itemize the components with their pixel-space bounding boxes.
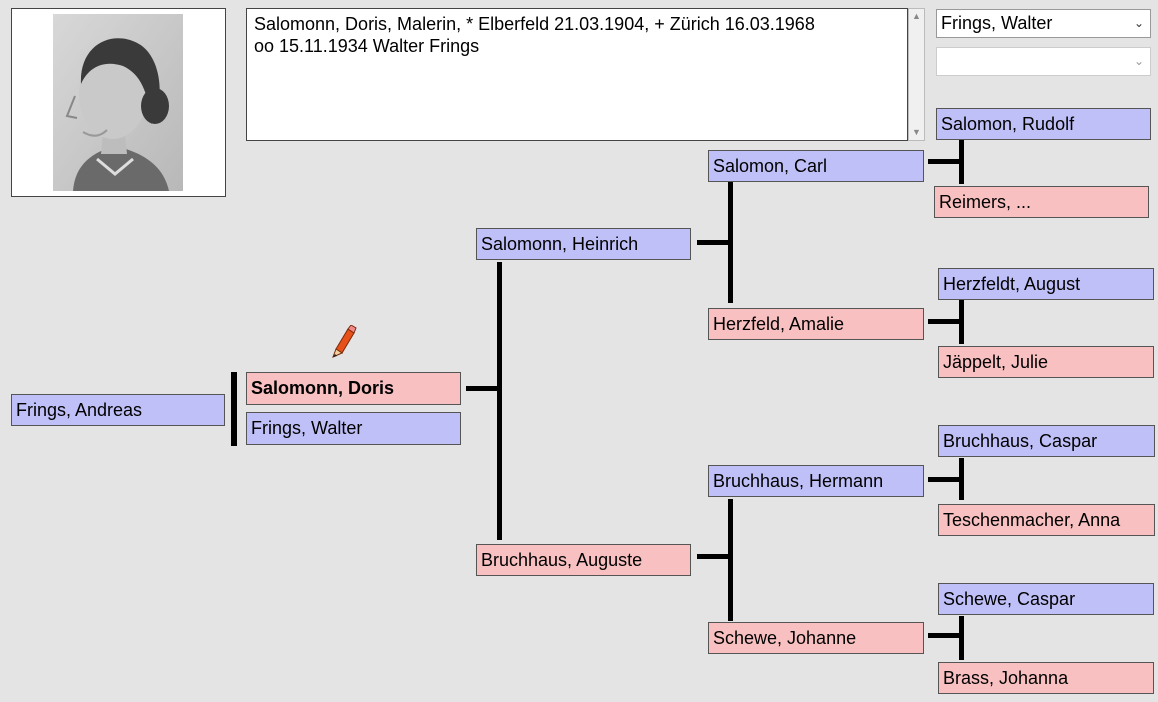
person-box-spouse[interactable]: Frings, Walter [246,412,461,445]
person-box-selected[interactable]: Salomonn, Doris [246,372,461,405]
spouse-select-value: Frings, Walter [941,13,1053,33]
person-box-great-grandmother-4[interactable]: Brass, Johanna [938,662,1154,694]
connector-line [497,262,502,540]
connector-line [959,458,964,500]
notes-line-1: Salomonn, Doris, Malerin, * Elberfeld 21… [254,14,815,34]
person-box-maternal-grandmother[interactable]: Schewe, Johanne [708,622,924,654]
person-box-father[interactable]: Salomonn, Heinrich [476,228,691,260]
connector-line [697,554,731,559]
person-box-great-grandfather-2[interactable]: Herzfeldt, August [938,268,1154,300]
pencil-icon[interactable] [328,325,358,359]
person-box-child[interactable]: Frings, Andreas [11,394,225,426]
chevron-down-icon: ⌄ [1133,16,1144,30]
connector-line [959,140,964,184]
secondary-select[interactable]: ⌄ [936,47,1151,76]
connector-line [928,477,962,482]
connector-line [466,386,500,391]
connector-line [959,300,964,344]
person-box-great-grandmother-3[interactable]: Teschenmacher, Anna [938,504,1155,536]
person-box-paternal-grandfather[interactable]: Salomon, Carl [708,150,924,182]
notes-line-2: oo 15.11.1934 Walter Frings [254,36,480,56]
connector-line [928,319,962,324]
scroll-up-icon[interactable]: ▲ [912,11,921,21]
notes-scrollbar[interactable]: ▲ ▼ [908,8,925,141]
portrait-photo [53,14,183,191]
person-box-great-grandmother-2[interactable]: Jäppelt, Julie [938,346,1154,378]
connector-line [928,159,962,164]
connector-line [697,240,731,245]
person-box-great-grandfather-1[interactable]: Salomon, Rudolf [936,108,1151,140]
person-box-great-grandfather-4[interactable]: Schewe, Caspar [938,583,1154,615]
scroll-down-icon[interactable]: ▼ [912,127,921,137]
connector-line [959,616,964,660]
spouse-select[interactable]: Frings, Walter ⌄ [936,9,1151,38]
notes-textarea[interactable]: Salomonn, Doris, Malerin, * Elberfeld 21… [246,8,908,141]
person-box-great-grandmother-1[interactable]: Reimers, ... [934,186,1149,218]
connector-line [728,499,733,621]
connector-line [728,181,733,303]
portrait-photo-frame[interactable] [11,8,226,197]
connector-line [231,372,237,446]
chevron-down-icon: ⌄ [1133,54,1144,68]
person-box-mother[interactable]: Bruchhaus, Auguste [476,544,691,576]
person-box-paternal-grandmother[interactable]: Herzfeld, Amalie [708,308,924,340]
person-box-maternal-grandfather[interactable]: Bruchhaus, Hermann [708,465,924,497]
person-box-great-grandfather-3[interactable]: Bruchhaus, Caspar [938,425,1155,457]
connector-line [928,633,962,638]
